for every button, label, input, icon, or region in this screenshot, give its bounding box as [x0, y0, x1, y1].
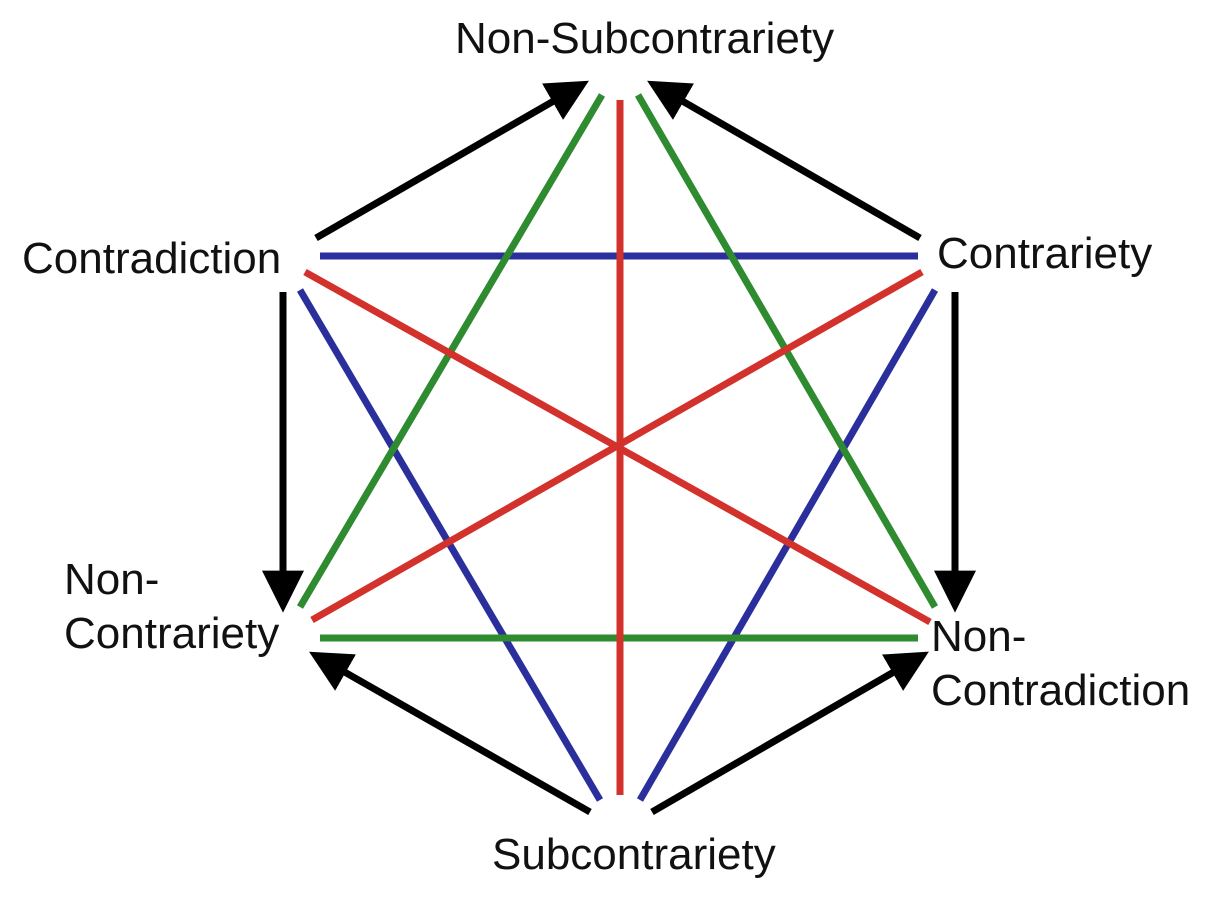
node-contradiction-text: Contradiction — [22, 234, 282, 283]
node-subcontrariety: Subcontrariety — [492, 828, 776, 882]
arrow-subcontrariety-to-non-contrariety — [309, 651, 592, 816]
node-non-contrariety-line-2: Contrariety — [64, 609, 280, 658]
arrow-contradiction-to-non-subcontrariety — [314, 80, 589, 242]
node-non-contradiction-line-2: Contradiction — [931, 666, 1191, 715]
node-contrariety-text: Contrariety — [937, 229, 1153, 278]
node-non-contradiction-line-1: Non- — [931, 612, 1027, 661]
node-contrariety: Contrariety — [937, 227, 1152, 281]
node-subcontrariety-text: Subcontrariety — [492, 830, 776, 879]
arrows — [262, 80, 976, 816]
arrow-subcontrariety-to-non-contradiction — [650, 651, 929, 816]
red-lines — [303, 100, 932, 795]
node-non-subcontrariety-text: Non-Subcontrariety — [455, 14, 835, 63]
node-non-subcontrariety: Non-Subcontrariety — [455, 12, 834, 66]
arrow-contrariety-to-non-subcontrariety — [647, 80, 922, 242]
node-contradiction: Contradiction — [22, 232, 281, 286]
node-non-contrariety: Non- Contrariety — [64, 553, 279, 661]
red-line-contrariety-non-contrariety — [310, 268, 924, 624]
node-non-contradiction: Non- Contradiction — [931, 610, 1190, 718]
node-non-contrariety-line-1: Non- — [64, 555, 160, 604]
